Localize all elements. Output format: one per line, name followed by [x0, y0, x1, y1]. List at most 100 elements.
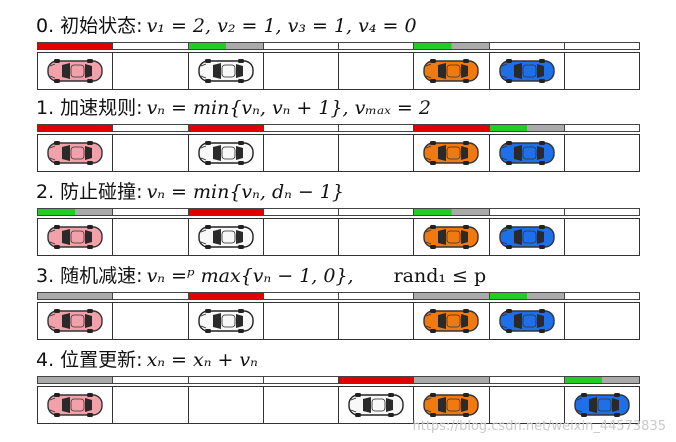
road-cell: [113, 219, 189, 255]
road-cell: [414, 53, 490, 89]
speed-segment: [38, 293, 114, 299]
car-pink: [47, 225, 103, 249]
road-cell: [414, 387, 490, 423]
speed-segment: [339, 209, 415, 215]
step-title: 0. 初始状态:v₁ = 2, v₂ = 1, v₃ = 1, v₄ = 0: [36, 14, 417, 38]
road-cell: [113, 135, 189, 171]
road-cell: [490, 303, 565, 339]
car-white: [348, 393, 404, 417]
road-cell: [38, 303, 114, 339]
speed-segment: [339, 293, 415, 299]
speed-segment: [414, 209, 490, 215]
car-orange: [423, 141, 480, 165]
road-cells: [37, 52, 640, 90]
speed-segment: [188, 209, 264, 215]
car-white: [197, 309, 254, 333]
road-cell: [339, 53, 415, 89]
speed-segment: [564, 293, 639, 299]
speed-segment: [113, 377, 189, 383]
road-cells: [37, 218, 640, 256]
step-label: 4. 位置更新:: [36, 349, 143, 371]
car-blue: [498, 225, 555, 249]
step-title: 1. 加速规则:vₙ = min{vₙ, vₙ + 1}, vₘₐₓ = 2: [36, 96, 431, 120]
speed-segment: [414, 125, 490, 131]
step-condition: rand₁ ≤ p: [393, 265, 487, 287]
road-cell: [565, 135, 639, 171]
step-title: 4. 位置更新:xₙ = xₙ + vₙ: [36, 348, 258, 372]
road-cell: [189, 303, 264, 339]
car-white: [197, 225, 254, 249]
speed-segment: [113, 125, 189, 131]
road-cell: [264, 53, 339, 89]
car-white: [197, 141, 254, 165]
speed-indicator-bar: [37, 42, 640, 50]
step-label: 2. 防止碰撞:: [36, 181, 143, 203]
road-cell: [113, 387, 189, 423]
road-cell: [113, 303, 189, 339]
car-white: [197, 59, 254, 83]
road-cell: [38, 53, 114, 89]
speed-indicator-bar: [37, 376, 640, 384]
speed-indicator-bar: [37, 208, 640, 216]
car-blue: [498, 141, 555, 165]
speed-segment: [263, 43, 339, 49]
road-cell: [565, 387, 639, 423]
road-cells: [37, 134, 640, 172]
speed-segment: [38, 377, 114, 383]
road-cell: [414, 135, 490, 171]
road-cell: [339, 219, 415, 255]
road-cell: [189, 219, 264, 255]
speed-segment: [489, 209, 565, 215]
road-cell: [264, 135, 339, 171]
road-cell: [38, 135, 114, 171]
speed-segment: [339, 125, 415, 131]
road-cell: [264, 387, 339, 423]
car-pink: [47, 393, 103, 417]
car-pink: [47, 59, 103, 83]
speed-segment: [188, 43, 264, 49]
speed-segment: [38, 43, 114, 49]
speed-segment: [188, 125, 264, 131]
speed-segment: [188, 293, 264, 299]
speed-segment: [113, 209, 189, 215]
road-cell: [414, 303, 490, 339]
road-cells: [37, 302, 640, 340]
speed-segment: [564, 125, 639, 131]
speed-segment: [339, 377, 415, 383]
road-cell: [264, 303, 339, 339]
step-formula: v₁ = 2, v₂ = 1, v₃ = 1, v₄ = 0: [146, 15, 417, 37]
road-cell: [113, 53, 189, 89]
speed-segment: [489, 293, 565, 299]
speed-segment: [564, 377, 639, 383]
speed-indicator-bar: [37, 124, 640, 132]
speed-segment: [38, 209, 114, 215]
speed-segment: [489, 377, 565, 383]
car-pink: [47, 141, 103, 165]
road-cell: [189, 53, 264, 89]
car-pink: [47, 309, 103, 333]
speed-segment: [414, 377, 490, 383]
road-cell: [38, 219, 114, 255]
speed-segment: [339, 43, 415, 49]
step-title: 2. 防止碰撞:vₙ = min{vₙ, dₙ − 1}: [36, 180, 344, 204]
road-cell: [339, 387, 415, 423]
speed-segment: [414, 293, 490, 299]
step-title: 3. 随机减速:vₙ =ᵖ max{vₙ − 1, 0},rand₁ ≤ p: [36, 264, 486, 288]
road-cell: [339, 303, 415, 339]
car-blue: [498, 309, 555, 333]
car-orange: [423, 59, 480, 83]
speed-segment: [414, 43, 490, 49]
step-label: 0. 初始状态:: [36, 15, 143, 37]
watermark: https://blog.csdn.net/weixin_44573835: [412, 419, 666, 434]
road-cell: [490, 387, 565, 423]
road-cell: [264, 219, 339, 255]
road-cell: [565, 219, 639, 255]
car-orange: [423, 393, 480, 417]
car-blue: [498, 59, 555, 83]
road-cell: [565, 303, 639, 339]
speed-segment: [564, 209, 639, 215]
road-cell: [490, 53, 565, 89]
road-cell: [490, 219, 565, 255]
step-label: 1. 加速规则:: [36, 97, 143, 119]
road-cell: [490, 135, 565, 171]
